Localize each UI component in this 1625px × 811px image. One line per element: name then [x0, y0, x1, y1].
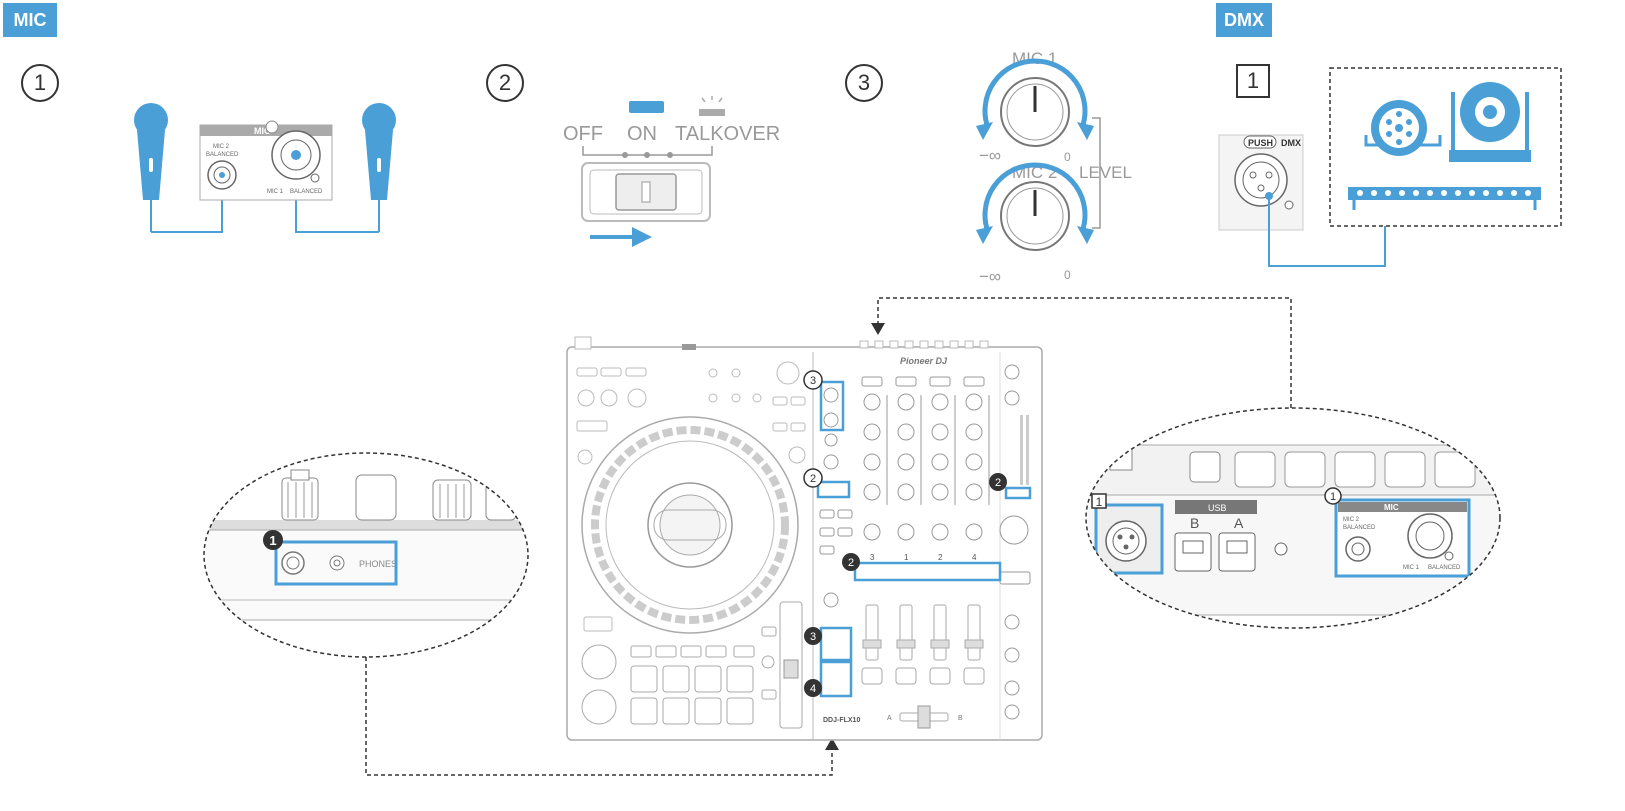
- on-indicator-icon: [629, 101, 664, 113]
- dmx-section-tag: DMX: [1216, 3, 1272, 37]
- channel-number-1: 3: [870, 553, 875, 562]
- dmx-jack-label: DMX: [1281, 138, 1301, 148]
- svg-text:3: 3: [810, 631, 816, 643]
- mic1-max-label: 0: [1064, 150, 1071, 164]
- controller-model-label: DDJ-FLX10: [823, 717, 860, 724]
- mic-panel-title: MIC: [254, 126, 271, 136]
- mic2-label: MIC 2: [213, 144, 230, 150]
- channel-number-4: 4: [972, 553, 977, 562]
- step-3-marker: 3: [845, 64, 883, 102]
- par-light-icon: [1364, 100, 1442, 156]
- switch-on-label: ON: [627, 123, 657, 145]
- step3-illustration: MIC 1 MIC 2 −∞ 0 −∞ 0 LEVEL: [976, 49, 1132, 286]
- dmx-push-label: PUSH: [1248, 138, 1273, 148]
- step-1-marker: 1: [21, 64, 59, 102]
- talkover-indicator-icon: [699, 96, 725, 116]
- channel-number-3: 2: [938, 553, 943, 562]
- mic-section-tag: MIC: [3, 3, 57, 37]
- mic1-sub-label: BALANCED: [290, 189, 323, 195]
- step2-illustration: OFF ON TALKOVER: [563, 96, 780, 247]
- jog-wheel: [581, 416, 799, 634]
- rear-callout-circle: 1: [1330, 491, 1336, 503]
- crossfader-a-label: A: [887, 715, 892, 722]
- controller-brand-label: Pioneer DJ: [900, 356, 948, 366]
- rear-callout-box: 1: [1096, 495, 1103, 509]
- level-label: LEVEL: [1079, 163, 1132, 182]
- svg-text:3: 3: [810, 375, 816, 387]
- rear-mic2-sub-label: BALANCED: [1343, 525, 1376, 531]
- mic1-level-knob: [976, 58, 1094, 147]
- left-zoom-callout: 1: [269, 533, 276, 548]
- microphone-right-icon: [362, 103, 396, 232]
- step1-illustration: MIC MIC 2 BALANCED MIC 1 BALANCED: [134, 103, 396, 233]
- moving-head-light-icon: [1449, 82, 1531, 162]
- rear-mic-title: MIC: [1384, 503, 1399, 512]
- mic-input-panel: MIC MIC 2 BALANCED MIC 1 BALANCED: [199, 120, 333, 201]
- led-bar-light-icon: [1348, 187, 1541, 210]
- svg-text:2: 2: [848, 557, 854, 569]
- mic2-sub-label: BALANCED: [206, 152, 239, 158]
- svg-text:4: 4: [810, 683, 816, 695]
- dmx-step-1-marker: 1: [1236, 64, 1270, 98]
- dmx-illustration: PUSH DMX: [1218, 67, 1562, 267]
- switch-talkover-label: TALKOVER: [675, 123, 780, 145]
- mic2-min-label: −∞: [979, 267, 1001, 286]
- controller-callouts: 3 2 2 2 3 4: [803, 370, 1007, 697]
- switch-off-label: OFF: [563, 123, 603, 145]
- mic2-max-label: 0: [1064, 268, 1071, 282]
- controller-highlights: [816, 380, 1032, 698]
- svg-text:2: 2: [810, 473, 816, 485]
- controller-top-view: Pioneer DJ A B: [566, 336, 1043, 741]
- usb-a-label: A: [1234, 515, 1244, 531]
- mic1-label: MIC 1: [267, 189, 284, 195]
- rear-mic1-label: MIC 1: [1403, 565, 1420, 571]
- crossfader-b-label: B: [958, 715, 963, 722]
- usb-label: USB: [1208, 503, 1227, 513]
- arrow-right-icon: [590, 227, 652, 247]
- usb-b-label: B: [1190, 515, 1199, 531]
- mic-switch: [581, 162, 711, 222]
- svg-text:2: 2: [995, 477, 1001, 489]
- phones-label: PHONES: [359, 559, 397, 569]
- mic1-min-label: −∞: [979, 146, 1001, 165]
- rear-mic2-label: MIC 2: [1343, 517, 1360, 523]
- phones-highlight: [274, 540, 398, 586]
- rear-mic1-sub-label: BALANCED: [1428, 565, 1461, 571]
- microphone-left-icon: [134, 103, 168, 232]
- dmx-jack: PUSH DMX: [1218, 134, 1304, 231]
- channel-number-2: 1: [904, 553, 909, 562]
- mic2-level-knob: [976, 162, 1094, 251]
- front-panel-zoom: PHONES 1: [203, 452, 529, 658]
- rear-panel-zoom: USB B A MIC MIC 2 BALANCED MIC 1 BALANCE…: [1085, 407, 1501, 629]
- step-2-marker: 2: [486, 64, 524, 102]
- connector-lines: [365, 297, 1292, 776]
